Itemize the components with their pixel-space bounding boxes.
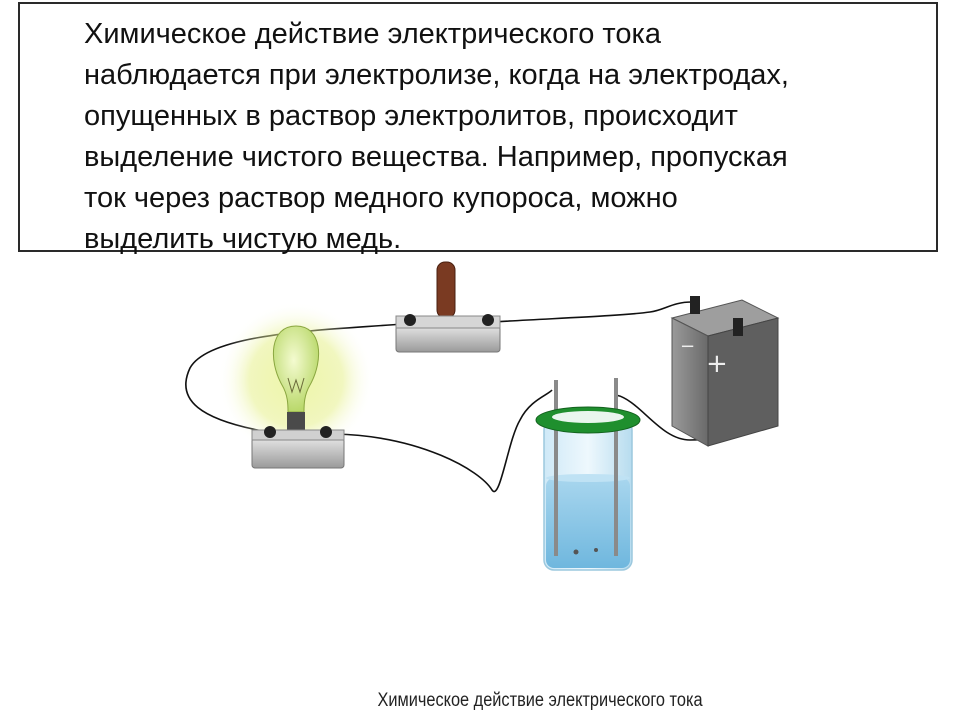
description-line: Химическое действие электрического тока [84, 18, 661, 50]
battery-terminal-plus [733, 318, 743, 336]
light-bulb-assembly [218, 302, 374, 469]
lamp-terminal-right [320, 426, 332, 438]
description-line: выделить чистую медь. [84, 223, 402, 255]
switch-terminal-right [482, 314, 494, 326]
description-box: Химическое действие электрического тока … [18, 2, 938, 255]
switch-handle [436, 261, 456, 319]
switch-terminal-left [404, 314, 416, 326]
description-line: выделение чистого вещества. Например, пр… [84, 141, 788, 173]
battery-terminal-minus [690, 296, 700, 314]
description-line: опущенных в раствор электролитов, происх… [84, 100, 738, 132]
description-text: Химическое действие электрического тока … [84, 14, 924, 260]
description-line: наблюдается при электролизе, когда на эл… [84, 59, 789, 91]
battery-plus-label: + [706, 349, 728, 379]
bulb-socket [287, 412, 305, 434]
switch-base [395, 325, 501, 353]
lamp-terminal-left [264, 426, 276, 438]
lamp-base [251, 437, 345, 469]
electrolyte-solution [546, 478, 630, 568]
switch-assembly [395, 261, 501, 353]
wire-switch-to-battery [491, 301, 693, 323]
description-line: ток через раствор медного купороса, можн… [84, 182, 678, 214]
battery-minus-label: − [680, 336, 695, 357]
electrolysis-vessel [535, 378, 641, 571]
battery-assembly: − + [670, 296, 780, 447]
figure-caption: Химическое действие электрического тока [377, 690, 703, 711]
wire-lamp-to-electrode [334, 389, 553, 493]
